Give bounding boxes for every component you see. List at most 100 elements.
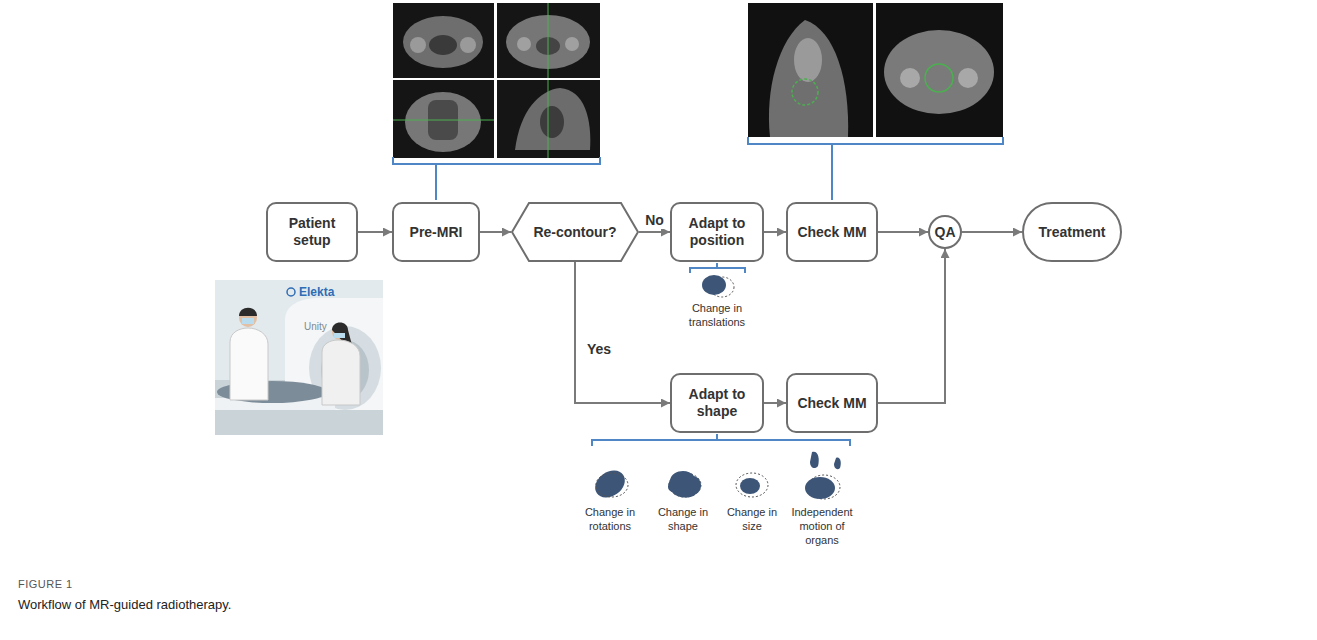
mri-images xyxy=(429,35,457,55)
mri-images xyxy=(497,80,600,158)
motion-icon xyxy=(590,465,630,503)
annotation-label: Change in size xyxy=(722,506,782,534)
mri-images xyxy=(792,79,818,105)
mri-images xyxy=(405,92,481,152)
bracket xyxy=(435,164,437,200)
flow-arrow xyxy=(480,231,511,233)
node-text: Pre-MRI xyxy=(410,224,463,241)
edge-label: Yes xyxy=(585,341,613,358)
bracket xyxy=(690,268,745,273)
flow-arrow xyxy=(764,231,786,233)
node-text: Patient setup xyxy=(274,215,350,249)
node-text: Adapt to position xyxy=(678,215,756,249)
mri-images xyxy=(393,3,1003,158)
flow-arrow xyxy=(962,231,1022,233)
node-text-group: Check MM xyxy=(797,395,866,412)
process-box: Pre-MRI xyxy=(392,202,480,262)
flow-arrow xyxy=(878,231,928,233)
mri-images xyxy=(958,68,978,88)
mri-images xyxy=(515,88,590,150)
motion-icon xyxy=(596,473,628,497)
flow-arrow xyxy=(575,262,670,403)
motion-icon xyxy=(810,452,819,468)
node-text-group: Pre-MRI xyxy=(410,224,463,241)
mri-images xyxy=(403,16,483,68)
mri-images xyxy=(548,3,549,78)
motion-icon xyxy=(736,473,768,497)
mri-images xyxy=(900,68,920,88)
node-text: Treatment xyxy=(1039,224,1106,241)
photo xyxy=(215,280,383,435)
annotation-label: Change in shape xyxy=(653,506,713,534)
photo xyxy=(239,308,257,316)
node-text-group: Patient setup xyxy=(274,215,350,249)
mri-images xyxy=(769,20,848,137)
mri-images xyxy=(565,37,579,51)
node-text-group: QA xyxy=(935,224,956,241)
node-text: QA xyxy=(935,224,956,241)
mri-images xyxy=(410,37,426,53)
process-box: Check MM xyxy=(786,373,878,433)
qa-circle: QA xyxy=(928,215,962,249)
bracket xyxy=(393,137,1003,446)
motion-icon xyxy=(805,477,835,499)
motion-icon xyxy=(834,458,841,470)
mri-images xyxy=(925,64,953,92)
logo-text: Unity xyxy=(304,321,327,334)
flow-arrow xyxy=(358,231,392,233)
node-text-group: Re-contour? xyxy=(533,224,616,241)
logo-text: Elekta xyxy=(299,285,334,300)
node-text-group: Check MM xyxy=(797,224,866,241)
mri-images xyxy=(393,3,494,78)
node-text: Re-contour? xyxy=(533,224,616,241)
mri-images xyxy=(497,3,600,78)
caption-text: Workflow of MR-guided radiotherapy. xyxy=(18,597,231,612)
motion-icon xyxy=(668,471,701,498)
node-text-group: Adapt to position xyxy=(678,215,756,249)
mri-images xyxy=(876,3,1003,137)
node-text: Adapt to shape xyxy=(678,386,756,420)
node-text: Check MM xyxy=(797,395,866,412)
process-box: Adapt to position xyxy=(670,202,764,262)
photo xyxy=(287,288,295,296)
process-box: Check MM xyxy=(786,202,878,262)
flow-arrow xyxy=(639,231,670,233)
mri-images xyxy=(540,106,564,138)
process-box: Patient setup xyxy=(266,202,358,262)
bracket xyxy=(393,157,600,164)
terminal-box: Treatment xyxy=(1022,202,1122,262)
bracket xyxy=(831,144,833,200)
bracket xyxy=(592,440,850,446)
figure-label: FIGURE 1 xyxy=(18,578,73,592)
mri-images xyxy=(548,80,549,158)
mri-images xyxy=(748,3,873,137)
photo xyxy=(215,280,383,435)
annotation-label: Change in rotations xyxy=(575,506,645,534)
photo xyxy=(334,333,345,338)
node-text: Check MM xyxy=(797,224,866,241)
flow-arrow xyxy=(764,402,786,404)
photo xyxy=(322,340,360,405)
mri-images xyxy=(794,38,822,82)
annotation-label: Change in translations xyxy=(677,302,757,330)
edge-label: No xyxy=(643,212,666,229)
mri-images xyxy=(393,120,494,121)
node-text-group: Adapt to shape xyxy=(678,386,756,420)
photo xyxy=(230,328,268,400)
photo xyxy=(242,318,254,324)
circle-outline xyxy=(929,216,961,248)
flow-arrow xyxy=(878,249,945,403)
bracket xyxy=(748,137,1003,144)
node-text-group: Treatment xyxy=(1039,224,1106,241)
mri-images xyxy=(517,37,531,51)
motion-icon xyxy=(702,275,726,295)
mri-images xyxy=(460,37,476,53)
mri-images xyxy=(393,80,494,158)
motion-icon xyxy=(740,478,760,494)
decision-hexagon: Re-contour? xyxy=(511,202,639,262)
process-box: Adapt to shape xyxy=(670,373,764,433)
mri-images xyxy=(884,30,994,114)
